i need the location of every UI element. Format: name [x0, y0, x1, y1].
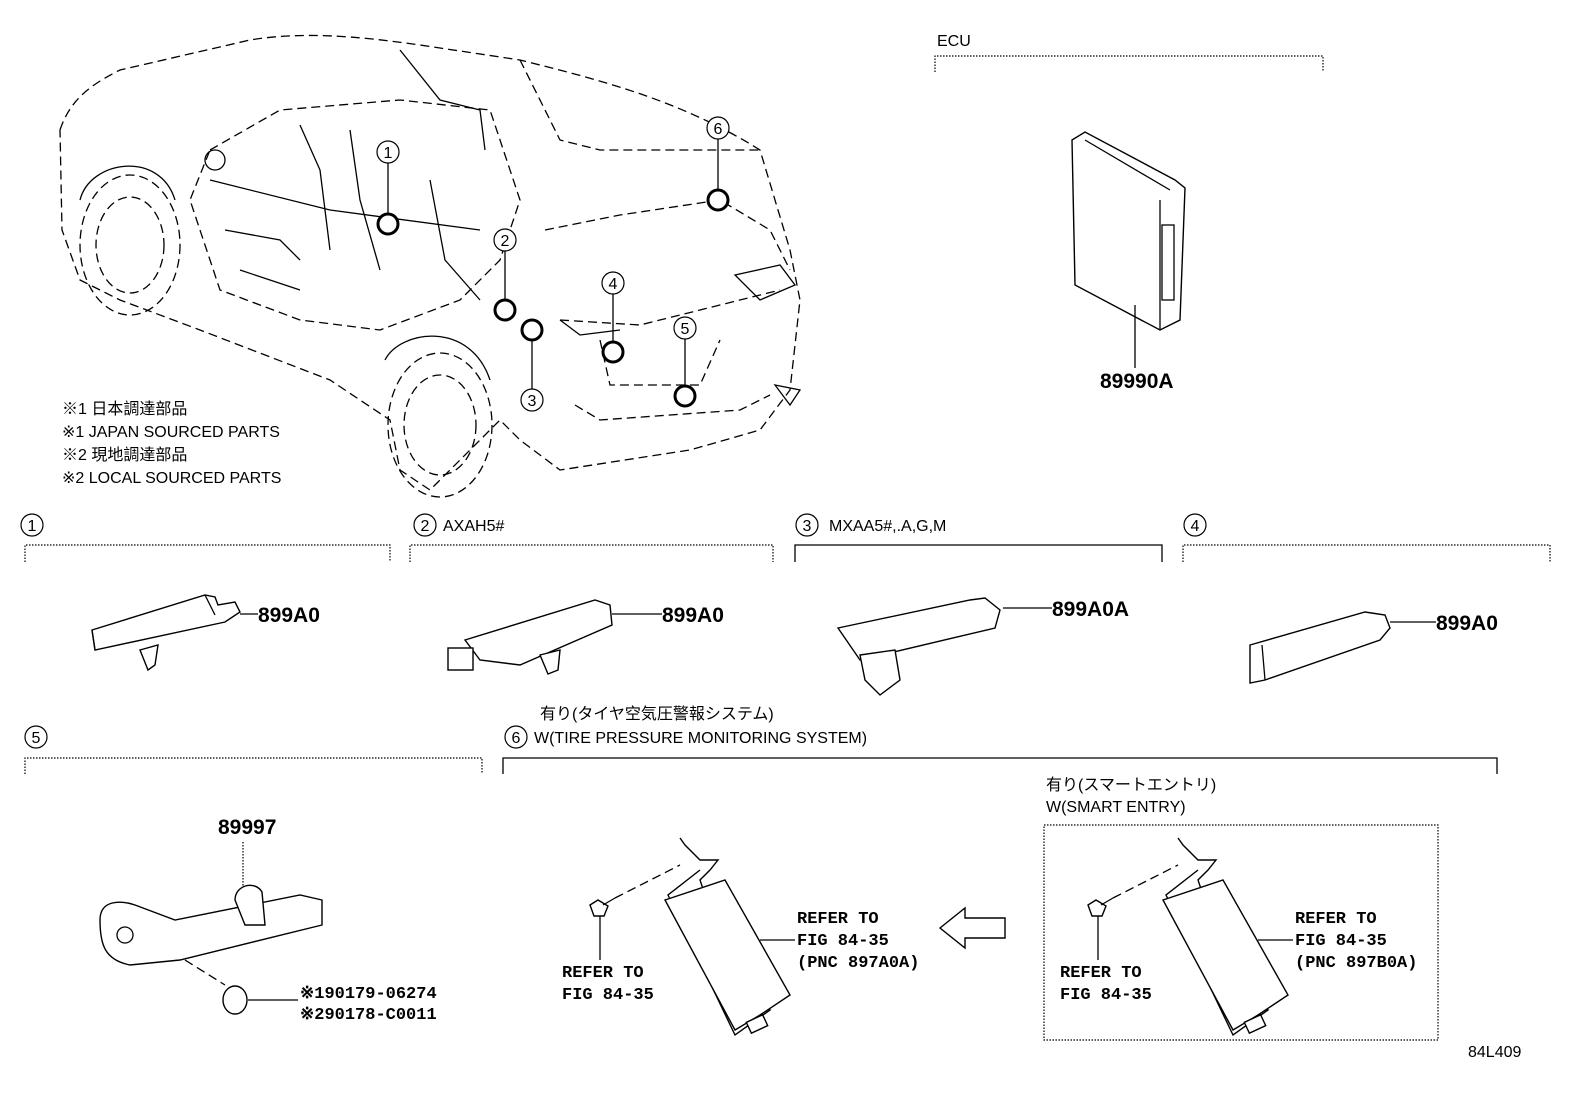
callout-2[interactable]: 2 [493, 228, 517, 322]
pnc-text[interactable]: (PNC 897A0A) [797, 954, 919, 973]
arrow-left-icon [938, 906, 1006, 950]
section-number: 6 [512, 730, 521, 747]
callout-number: 4 [609, 276, 618, 293]
sensor-unit[interactable] [91, 594, 241, 672]
refer-text[interactable]: FIG 84-35 [1295, 932, 1387, 951]
sensor-unit[interactable] [1249, 611, 1391, 684]
section-number: 2 [421, 518, 430, 535]
callout-number: 3 [528, 393, 537, 410]
callout-number: 5 [681, 321, 690, 338]
section-condition: MXAA5#,.A,G,M [829, 518, 946, 535]
tpms-receiver-unit[interactable] [663, 837, 791, 1037]
callout-number: 2 [501, 233, 510, 250]
vehicle-illustration [59, 34, 802, 498]
refer-text[interactable]: REFER TO [1295, 910, 1377, 929]
refer-text[interactable]: FIG 84-35 [797, 932, 889, 951]
part-number[interactable]: 899A0A [1052, 598, 1129, 621]
ecu-label: ECU [937, 33, 971, 50]
callout-5[interactable]: 5 [673, 316, 697, 408]
part-number[interactable]: 899A0 [258, 604, 320, 627]
figure-id: 84L409 [1468, 1044, 1521, 1061]
sourcing-notes: ※1 日本調達部品 ※1 JAPAN SOURCED PARTS ※2 現地調達… [62, 400, 281, 487]
section-4: 4 899A0 [1182, 513, 1551, 684]
refer-text[interactable]: FIG 84-35 [1060, 986, 1152, 1005]
bracket-sensor-assy[interactable] [99, 884, 323, 966]
sensor-unit[interactable] [836, 597, 1001, 696]
smart-entry-bolt[interactable] [1087, 897, 1114, 917]
section-6: 有り(タイヤ空気圧警報システム) 6 W(TIRE PRESSURE MONIT… [502, 705, 1498, 1041]
section-3: 3 MXAA5#,.A,G,M 899A0A [794, 513, 1163, 696]
smart-entry-condition-jp: 有り(スマートエントリ) [1046, 776, 1216, 794]
section-condition: W(TIRE PRESSURE MONITORING SYSTEM) [534, 730, 867, 747]
refer-text[interactable]: REFER TO [562, 964, 644, 983]
refer-text[interactable]: REFER TO [1060, 964, 1142, 983]
section-condition: AXAH5# [443, 518, 504, 535]
refer-text[interactable]: REFER TO [797, 910, 879, 929]
pnc-text[interactable]: (PNC 897B0A) [1295, 954, 1417, 973]
clip-part-number-local[interactable]: ※290178-C0011 [300, 1006, 437, 1025]
clip[interactable] [222, 985, 248, 1015]
callout-3[interactable]: 3 [520, 318, 544, 412]
tpms-bolt[interactable] [589, 897, 616, 917]
part-number-89990A[interactable]: 89990A [1100, 370, 1174, 393]
smart-entry-receiver-unit[interactable] [1161, 837, 1289, 1037]
sensor-unit[interactable] [447, 599, 613, 675]
ecu-group: ECU 89990A [934, 33, 1324, 393]
section-2: 2 AXAH5# 899A0 [409, 513, 774, 675]
section-number: 3 [803, 518, 812, 535]
part-number[interactable]: 899A0 [1436, 612, 1498, 635]
part-number[interactable]: 89997 [218, 816, 276, 839]
section-number: 5 [32, 730, 41, 747]
callout-number: 6 [714, 121, 723, 138]
section-5: 5 89997 ※190179-06274 ※290178-C0011 [24, 725, 483, 1025]
section-condition-jp: 有り(タイヤ空気圧警報システム) [540, 705, 774, 723]
note-line: ※1 JAPAN SOURCED PARTS [62, 424, 280, 441]
note-line: ※2 LOCAL SOURCED PARTS [62, 470, 281, 487]
part-number[interactable]: 899A0 [662, 604, 724, 627]
ecu-module[interactable] [1071, 131, 1186, 331]
section-number: 1 [28, 518, 37, 535]
callout-number: 1 [384, 145, 393, 162]
smart-entry-condition: W(SMART ENTRY) [1046, 799, 1186, 816]
callout-6[interactable]: 6 [706, 116, 730, 212]
clip-part-number-japan[interactable]: ※190179-06274 [300, 985, 437, 1004]
callout-4[interactable]: 4 [601, 271, 625, 364]
refer-text[interactable]: FIG 84-35 [562, 986, 654, 1005]
section-1: 1 899A0 [20, 513, 391, 672]
note-line: ※1 日本調達部品 [62, 400, 187, 418]
callout-1[interactable]: 1 [376, 140, 400, 236]
note-line: ※2 現地調達部品 [62, 446, 187, 464]
smart-entry-box [1043, 824, 1439, 1041]
section-number: 4 [1191, 518, 1200, 535]
